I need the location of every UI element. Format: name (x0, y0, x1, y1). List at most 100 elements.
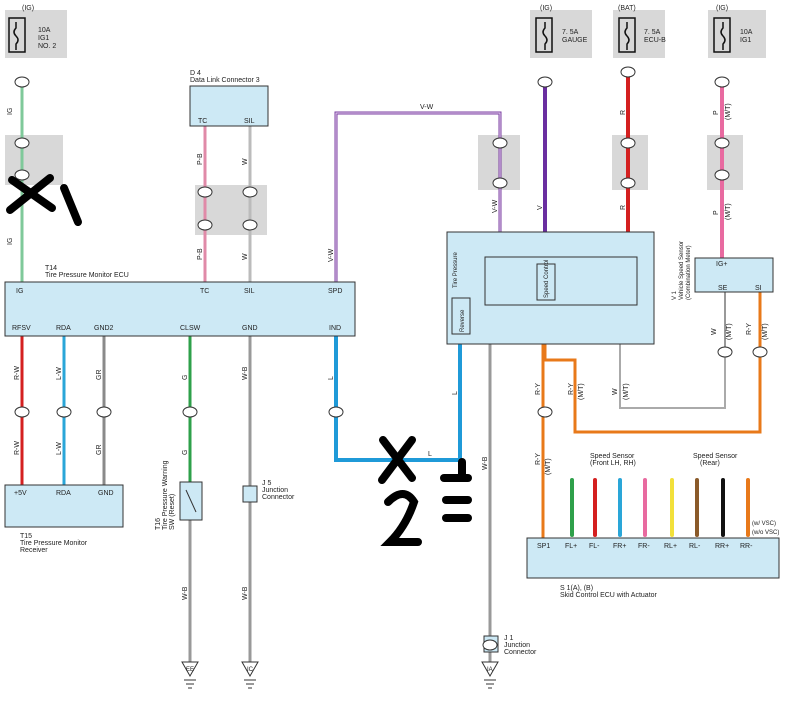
svg-text:SP1: SP1 (537, 543, 550, 550)
svg-text:GR: GR (96, 445, 103, 456)
svg-text:Tire Pressure Monitor ECU: Tire Pressure Monitor ECU (45, 272, 129, 279)
fuse-gauge: (IG) 7. 5A GAUGE (530, 5, 592, 58)
svg-text:R: R (620, 110, 627, 115)
connector-oval (56, 406, 72, 418)
svg-text:FL+: FL+ (565, 543, 577, 550)
svg-text:GR: GR (96, 370, 103, 381)
svg-text:IG1: IG1 (740, 37, 751, 44)
svg-text:W-B: W-B (242, 586, 249, 600)
svg-text:L-W: L-W (56, 367, 63, 380)
svg-text:GAUGE: GAUGE (562, 37, 588, 44)
svg-text:Speed Control: Speed Control (544, 260, 550, 298)
svg-text:L: L (328, 376, 335, 380)
svg-text:W: W (242, 253, 249, 260)
connector-oval (96, 406, 112, 418)
svg-text:Speed Sensor: Speed Sensor (693, 453, 738, 460)
connector-oval (492, 137, 508, 149)
svg-text:L-W: L-W (56, 442, 63, 455)
svg-text:W: W (711, 328, 718, 335)
svg-text:Junction: Junction (504, 642, 530, 649)
svg-text:RFSV: RFSV (12, 325, 31, 332)
svg-text:P-B: P-B (197, 153, 204, 165)
svg-text:(M/T): (M/T) (726, 323, 733, 340)
connector-oval (620, 66, 636, 78)
svg-text:Connector: Connector (504, 649, 537, 656)
connector-oval (752, 346, 768, 358)
svg-text:10A: 10A (38, 27, 51, 34)
connector-oval (492, 177, 508, 189)
ground-label-ic: IC (247, 667, 254, 673)
connector-oval (14, 137, 30, 149)
svg-text:Vehicle Speed Sensor: Vehicle Speed Sensor (679, 241, 685, 300)
junction-connector-j5: J 5 Junction Connector (242, 480, 295, 503)
svg-text:W-B: W-B (242, 366, 249, 380)
svg-text:W-B: W-B (482, 456, 489, 470)
vehicle-speed-sensor: IG+ SE SI V 1 Vehicle Speed Sensor (Comb… (672, 241, 774, 300)
connector-ovals (14, 66, 768, 651)
svg-text:GND: GND (242, 325, 258, 332)
svg-text:SIL: SIL (244, 288, 255, 295)
svg-text:SPD: SPD (328, 288, 342, 295)
svg-text:(w/o VSC): (w/o VSC) (752, 530, 779, 536)
svg-text:NO. 2: NO. 2 (38, 43, 56, 50)
svg-text:IND: IND (329, 325, 341, 332)
svg-text:L: L (452, 391, 459, 395)
svg-text:(Front LH, RH): (Front LH, RH) (590, 460, 636, 467)
svg-text:FL-: FL- (589, 543, 600, 550)
svg-text:RL+: RL+ (664, 543, 677, 550)
connector-oval (714, 137, 730, 149)
svg-text:R-Y: R-Y (535, 383, 542, 395)
svg-text:SE: SE (718, 285, 728, 292)
svg-text:Data Link Connector 3: Data Link Connector 3 (190, 77, 260, 84)
svg-text:W-B: W-B (182, 586, 189, 600)
svg-text:SIL: SIL (244, 118, 255, 125)
svg-text:(BAT): (BAT) (618, 5, 636, 12)
connector-oval (242, 219, 258, 231)
svg-text:R-Y: R-Y (568, 383, 575, 395)
svg-text:10A: 10A (740, 29, 753, 36)
svg-text:RDA: RDA (56, 490, 71, 497)
svg-text:IG+: IG+ (716, 261, 727, 268)
svg-text:(M/T): (M/T) (623, 383, 630, 400)
tire-pressure-monitor-receiver: +5V RDA GND T15 Tire Pressure Monitor Re… (4, 484, 124, 554)
svg-text:(Combination Meter): (Combination Meter) (686, 245, 692, 300)
svg-text:GND2: GND2 (94, 325, 114, 332)
svg-text:R-Y: R-Y (746, 323, 753, 335)
svg-text:Receiver: Receiver (20, 547, 48, 554)
svg-text:Speed Sensor: Speed Sensor (590, 453, 635, 460)
connector-oval (717, 346, 733, 358)
connector-oval (620, 177, 636, 189)
connector-oval (537, 406, 553, 418)
svg-text:P-B: P-B (197, 248, 204, 260)
svg-text:TC: TC (200, 288, 209, 295)
connector-oval (197, 219, 213, 231)
ground-symbols (181, 661, 499, 689)
svg-text:V-W: V-W (420, 104, 434, 111)
svg-text:TC: TC (198, 118, 207, 125)
connector-oval (620, 137, 636, 149)
svg-text:IG: IG (16, 288, 23, 295)
svg-text:7. 5A: 7. 5A (562, 29, 579, 36)
wire-labels: IG IG P-B P-B W W V-W V-W V-W V R R P (M… (7, 103, 769, 600)
connector-oval (14, 76, 30, 88)
svg-text:R: R (620, 205, 627, 210)
svg-text:FR+: FR+ (613, 543, 626, 550)
svg-text:G: G (182, 450, 189, 455)
connector-oval (14, 169, 30, 181)
svg-text:ECU-B: ECU-B (644, 37, 666, 44)
svg-text:T16: T16 (155, 518, 162, 530)
connector-oval (328, 406, 344, 418)
annotation-x1 (6, 174, 82, 226)
svg-text:GND: GND (98, 490, 114, 497)
svg-text:(M/T): (M/T) (762, 323, 769, 340)
connector-oval (14, 406, 30, 418)
combination-meter: Speed Control Reverse Tire Pressure (446, 231, 655, 345)
skid-control-ecu: SP1 FL+ FL- FR+ FR- RL+ RL- RR+ RR- S 1(… (526, 453, 780, 599)
svg-text:R-W: R-W (14, 366, 21, 380)
svg-text:W: W (242, 158, 249, 165)
svg-text:SI: SI (755, 285, 762, 292)
svg-text:J 1: J 1 (504, 635, 513, 642)
svg-text:V: V (537, 205, 544, 210)
svg-text:IG: IG (7, 108, 14, 115)
svg-text:RL-: RL- (689, 543, 701, 550)
